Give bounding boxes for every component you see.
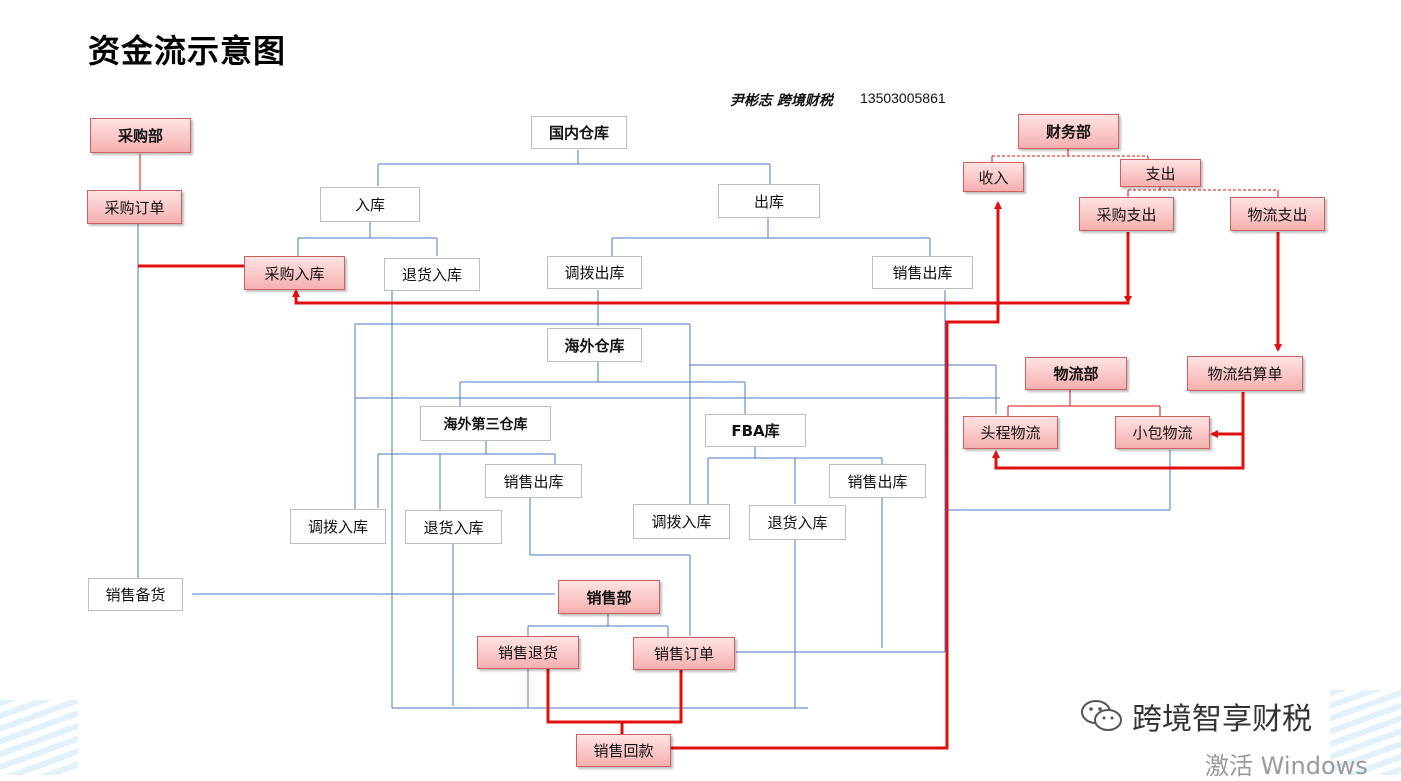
node-sales-order: 销售订单 [633,637,735,670]
node-fba-transfer-in: 调拨入库 [633,504,730,539]
decorative-stripes-left [0,700,78,775]
node-domestic-warehouse: 国内仓库 [531,116,627,149]
node-tp-transfer-in: 调拨入库 [290,509,386,544]
node-fba-return-in: 退货入库 [749,505,846,540]
node-income: 收入 [963,162,1024,192]
node-fba-sales-out: 销售出库 [829,464,926,498]
watermark: 跨境智享财税 [1080,694,1312,738]
node-third-party-warehouse: 海外第三仓库 [420,406,551,441]
node-inbound: 入库 [320,187,420,222]
node-parcel-logistics: 小包物流 [1115,416,1210,449]
node-expense: 支出 [1120,159,1201,187]
node-outbound: 出库 [718,184,820,218]
node-transfer-out: 调拨出库 [547,256,642,289]
node-sales-out: 销售出库 [872,256,973,289]
node-purchase-expense: 采购支出 [1079,197,1174,231]
node-finance-dept: 财务部 [1018,114,1119,149]
node-purchase-order: 采购订单 [87,190,182,224]
decorative-stripes-right [1330,690,1401,775]
author-phone: 13503005861 [860,90,946,106]
node-sales-dept: 销售部 [558,580,660,614]
node-overseas-warehouse: 海外仓库 [547,328,642,362]
node-purchase-dept: 采购部 [90,118,191,153]
windows-activate-notice[interactable]: 激活 Windows [1205,752,1368,780]
wechat-icon [1081,700,1122,731]
node-tp-sales-out: 销售出库 [485,464,582,498]
node-headhaul-logistics: 头程物流 [963,416,1058,449]
node-tp-return-in: 退货入库 [405,510,502,544]
node-sales-receipt: 销售回款 [576,734,671,767]
node-sales-return: 销售退货 [477,636,579,669]
node-sales-stock: 销售备货 [88,578,183,611]
watermark-brand: 跨境智享财税 [1132,702,1312,737]
node-fba-warehouse: FBA库 [705,414,806,447]
node-return-inbound: 退货入库 [384,258,480,291]
node-logistics-dept: 物流部 [1025,357,1127,390]
node-logistics-settlement: 物流结算单 [1187,356,1303,391]
author-name: 尹彬志 跨境财税 [730,93,833,109]
node-purchase-inbound: 采购入库 [244,256,345,290]
node-logistics-expense: 物流支出 [1230,197,1325,231]
page-title: 资金流示意图 [88,32,287,70]
